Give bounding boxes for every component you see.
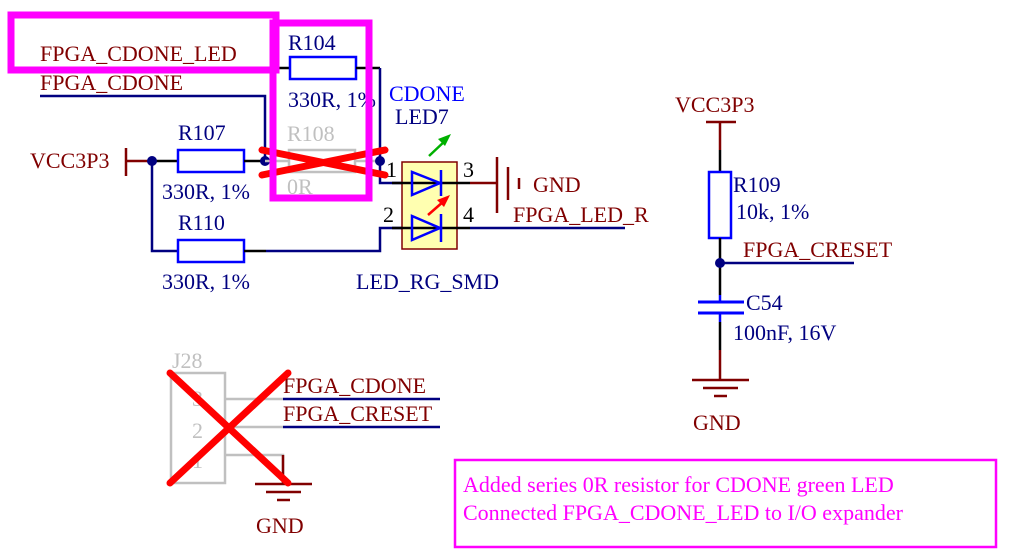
green-arrow-icon	[428, 134, 451, 157]
note-line-1: Added series 0R resistor for CDONE green…	[463, 472, 894, 497]
capacitor-c54[interactable]: C54 100nF, 16V	[698, 290, 836, 345]
gnd-symbol-j28: GND	[255, 455, 312, 538]
gnd-j28-label: GND	[256, 513, 304, 538]
r109-ref: R109	[733, 172, 781, 197]
led-pin-4: 4	[463, 202, 474, 227]
gnd-symbol-cap: GND	[692, 350, 749, 435]
r110-ref: R110	[178, 210, 225, 235]
net-label-fpga-led-r: FPGA_LED_R	[513, 202, 649, 227]
fpga-creset-net-j28: FPGA_CRESET	[283, 401, 440, 429]
led7-part: LED_RG_SMD	[356, 269, 499, 294]
power-port-vcc3p3-right: VCC3P3	[675, 92, 754, 150]
net-label-j28-creset: FPGA_CRESET	[283, 401, 433, 426]
connector-j28-dnp[interactable]: J28 3 2 1	[169, 348, 285, 485]
resistor-r109[interactable]: R109 10k, 1%	[707, 170, 809, 240]
led-pin-1: 1	[386, 157, 397, 182]
led-pin-2: 2	[383, 202, 394, 227]
fpga-cdone-net: FPGA_CDONE	[40, 70, 267, 160]
r110-value: 330R, 1%	[162, 269, 250, 294]
dnp-cross-r108	[258, 146, 389, 179]
led7-ref: LED7	[395, 104, 449, 129]
resistor-r110[interactable]: R110 330R, 1%	[162, 210, 266, 294]
led-body	[401, 161, 458, 250]
j28-pin-2: 2	[192, 418, 203, 443]
fpga-cdone-led-net: FPGA_CDONE_LED	[40, 41, 290, 70]
gnd-symbol-led: GND	[470, 157, 581, 213]
led7-component[interactable]: CDONE LED7 1 2 3 4 LED_RG_SMD	[356, 81, 499, 294]
revision-note: Added series 0R resistor for CDONE green…	[453, 458, 998, 549]
c54-value: 100nF, 16V	[733, 320, 836, 345]
led7-label: CDONE	[389, 81, 465, 106]
gnd-led-label: GND	[533, 172, 581, 197]
r107-value: 330R, 1%	[162, 179, 250, 204]
net-label-fpga-cdone: FPGA_CDONE	[40, 70, 183, 95]
vcc3p3-left-label: VCC3P3	[30, 148, 109, 173]
dnp-cross-j28	[166, 369, 292, 487]
r107-ref: R107	[178, 120, 226, 145]
r104-value: 330R, 1%	[288, 87, 376, 112]
wire-r110-to-led	[266, 226, 402, 253]
c54-ref: C54	[746, 290, 783, 315]
fpga-led-r-net: FPGA_LED_R	[470, 202, 649, 230]
net-label-j28-cdone: FPGA_CDONE	[283, 373, 426, 398]
r109-value: 10k, 1%	[736, 199, 809, 224]
resistor-r107[interactable]: R107 330R, 1%	[162, 120, 265, 204]
r108-ref: R108	[287, 121, 335, 146]
diode-green-icon	[410, 170, 444, 197]
fpga-cdone-net-j28: FPGA_CDONE	[283, 373, 440, 401]
wire-vcc-to-r110	[150, 161, 178, 253]
junction-dot	[375, 156, 385, 166]
power-port-vcc3p3-left: VCC3P3	[30, 148, 152, 176]
j28-ref: J28	[172, 348, 203, 373]
diode-red-icon	[410, 214, 444, 242]
r104-ref: R104	[288, 30, 336, 55]
led-pin-3: 3	[463, 157, 474, 182]
highlight-box-resistors	[269, 19, 373, 202]
resistor-r104[interactable]: R104 330R, 1%	[288, 30, 380, 112]
note-line-2: Connected FPGA_CDONE_LED to I/O expander	[463, 500, 904, 525]
gnd-cap-label: GND	[693, 410, 741, 435]
net-label-fpga-creset: FPGA_CRESET	[743, 237, 893, 262]
vcc3p3-right-label: VCC3P3	[675, 92, 754, 117]
net-label-fpga-cdone-led: FPGA_CDONE_LED	[40, 41, 237, 66]
red-arrow-icon	[427, 195, 450, 216]
fpga-creset-net: FPGA_CRESET	[720, 237, 893, 265]
